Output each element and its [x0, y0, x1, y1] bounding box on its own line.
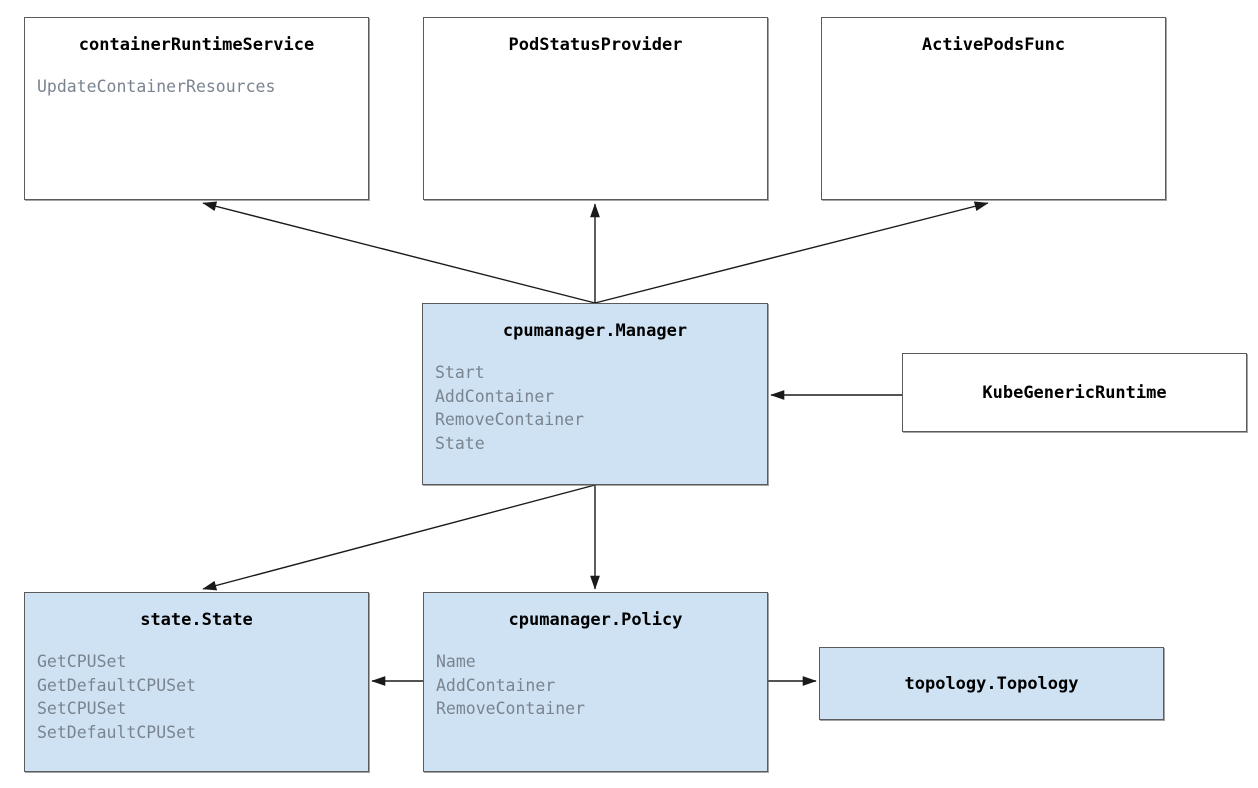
node-activepodsfunc[interactable]: ActivePodsFunc — [821, 17, 1166, 200]
node-member: AddContainer — [436, 675, 556, 695]
node-member: SetCPUSet — [37, 699, 127, 718]
node-member: AddContainer — [435, 386, 555, 406]
node-member: GetDefaultCPUSet — [37, 675, 196, 695]
node-members: GetCPUSet GetDefaultCPUSet SetCPUSet Set… — [25, 650, 368, 744]
node-cpumanager-manager[interactable]: cpumanager.Manager Start AddContainer Re… — [422, 303, 768, 485]
edge-manager-to-statestate — [202, 484, 596, 591]
node-title: PodStatusProvider — [508, 35, 683, 55]
node-member: GetCPUSet — [37, 652, 127, 671]
node-title: cpumanager.Policy — [508, 610, 683, 630]
node-title: containerRuntimeService — [78, 35, 315, 55]
node-topology-topology[interactable]: topology.Topology — [819, 647, 1164, 720]
node-title: KubeGenericRuntime — [982, 382, 1167, 403]
node-kubegenericruntime[interactable]: KubeGenericRuntime — [902, 353, 1247, 432]
node-member: Start — [435, 363, 485, 382]
node-containerruntimeservice[interactable]: containerRuntimeService UpdateContainerR… — [24, 17, 369, 200]
node-title: ActivePodsFunc — [921, 35, 1066, 55]
node-podstatusprovider[interactable]: PodStatusProvider — [423, 17, 768, 200]
node-member: Name — [436, 652, 476, 671]
node-members: Name AddContainer RemoveContainer — [424, 650, 767, 721]
node-members: UpdateContainerResources — [25, 75, 368, 99]
node-title: cpumanager.Manager — [502, 321, 688, 341]
node-member: RemoveContainer — [435, 410, 585, 429]
edge-manager-to-activepodsfunc — [594, 201, 989, 304]
node-title: topology.Topology — [904, 673, 1079, 694]
node-title: state.State — [140, 610, 253, 630]
node-member: SetDefaultCPUSet — [37, 722, 196, 742]
node-member: UpdateContainerResources — [37, 77, 276, 96]
node-member: State — [435, 433, 485, 453]
edge-manager-to-containerruntimeservice — [202, 201, 596, 304]
node-state-state[interactable]: state.State GetCPUSet GetDefaultCPUSet S… — [24, 592, 369, 772]
node-member: RemoveContainer — [436, 699, 586, 718]
node-members: Start AddContainer RemoveContainer State — [423, 361, 767, 455]
node-cpumanager-policy[interactable]: cpumanager.Policy Name AddContainer Remo… — [423, 592, 768, 772]
